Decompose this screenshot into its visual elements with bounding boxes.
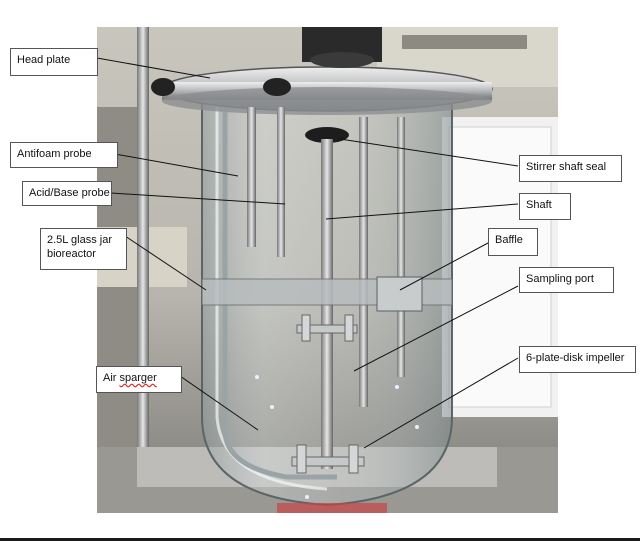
label-glass-jar-text: 2.5L glass jar bioreactor bbox=[47, 234, 113, 260]
label-stirrer-shaft-seal: Stirrer shaft seal bbox=[519, 155, 622, 182]
label-shaft: Shaft bbox=[519, 193, 571, 220]
label-shaft-text: Shaft bbox=[526, 199, 552, 211]
bioreactor-illustration bbox=[97, 27, 558, 513]
bioreactor-photo bbox=[97, 27, 558, 513]
label-impeller: 6-plate-disk impeller bbox=[519, 346, 636, 373]
label-air-sparger: Air sparger bbox=[96, 366, 182, 393]
label-air-sparger-text-a: Air bbox=[103, 372, 120, 384]
label-antifoam-probe: Antifoam probe bbox=[10, 142, 118, 168]
label-sampling-port-text: Sampling port bbox=[526, 273, 594, 285]
label-antifoam-probe-text: Antifoam probe bbox=[17, 148, 92, 160]
label-baffle: Baffle bbox=[488, 228, 538, 256]
footer-divider bbox=[0, 538, 640, 541]
label-head-plate: Head plate bbox=[10, 48, 98, 76]
label-stirrer-shaft-seal-text: Stirrer shaft seal bbox=[526, 161, 607, 173]
label-baffle-text: Baffle bbox=[495, 234, 523, 246]
label-head-plate-text: Head plate bbox=[17, 54, 71, 66]
label-air-sparger-text-b: sparger bbox=[119, 372, 157, 384]
label-impeller-text: 6-plate-disk impeller bbox=[526, 352, 625, 364]
label-acid-base-probe: Acid/Base probe bbox=[22, 181, 112, 206]
label-sampling-port: Sampling port bbox=[519, 267, 614, 293]
label-glass-jar: 2.5L glass jar bioreactor bbox=[40, 228, 127, 270]
label-acid-base-probe-text: Acid/Base probe bbox=[29, 187, 110, 199]
